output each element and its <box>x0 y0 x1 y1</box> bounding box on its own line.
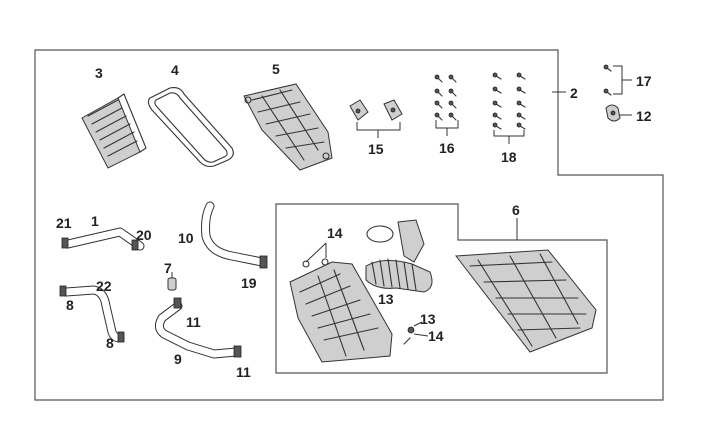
callout-11-top: 11 <box>186 314 201 330</box>
screws-17 <box>603 64 612 96</box>
callout-8-top: 8 <box>66 297 74 313</box>
air-box-body <box>289 258 393 363</box>
leader-18 <box>493 130 525 144</box>
subassembly-frame-6 <box>275 203 608 374</box>
callout-6: 6 <box>512 202 520 218</box>
callout-19: 19 <box>241 275 257 291</box>
leader-16 <box>435 120 459 136</box>
callout-16: 16 <box>439 140 455 156</box>
grommet-12 <box>605 104 621 122</box>
callout-1: 1 <box>91 213 99 229</box>
callout-5: 5 <box>272 61 280 77</box>
screws-16 <box>434 74 457 121</box>
assembly-frame-2 <box>34 49 664 401</box>
callout-4: 4 <box>171 62 179 78</box>
callout-10: 10 <box>178 230 194 246</box>
leader-17 <box>613 65 632 95</box>
callout-22: 22 <box>96 278 112 294</box>
screw-13-14-bottom <box>403 326 415 345</box>
callout-13-duct: 13 <box>378 291 394 307</box>
callout-11-bottom: 11 <box>236 364 251 380</box>
callout-3: 3 <box>95 65 103 81</box>
screws-18 <box>492 72 526 130</box>
gasket-4-inner <box>154 92 228 163</box>
gasket-4 <box>147 87 234 168</box>
air-box-cover-5 <box>243 83 333 171</box>
fitting-7 <box>167 272 177 291</box>
hose-9 <box>154 297 242 359</box>
leader-13-14 <box>413 321 429 337</box>
callout-8-bottom: 8 <box>106 335 114 351</box>
hose-22 <box>59 285 125 343</box>
leader-15 <box>356 122 401 138</box>
callout-13-bottom: 13 <box>420 311 436 327</box>
callout-18: 18 <box>501 149 517 165</box>
callout-14-bottom: 14 <box>428 328 444 344</box>
callout-14-top: 14 <box>327 225 343 241</box>
intake-duct-13 <box>365 219 433 293</box>
callout-20: 20 <box>136 227 152 243</box>
callout-17: 17 <box>636 73 652 89</box>
air-filter-element-3 <box>81 93 147 169</box>
air-box-housing-6 <box>455 249 597 353</box>
callout-7: 7 <box>164 260 172 276</box>
clips-15 <box>349 99 403 121</box>
callout-21: 21 <box>56 215 72 231</box>
callout-9: 9 <box>174 351 182 367</box>
leader-14-top <box>305 242 327 263</box>
callout-12: 12 <box>636 108 652 124</box>
hose-10 <box>201 201 268 269</box>
callout-2: 2 <box>570 85 578 101</box>
hose-1 <box>61 227 145 251</box>
callout-15: 15 <box>368 141 384 157</box>
